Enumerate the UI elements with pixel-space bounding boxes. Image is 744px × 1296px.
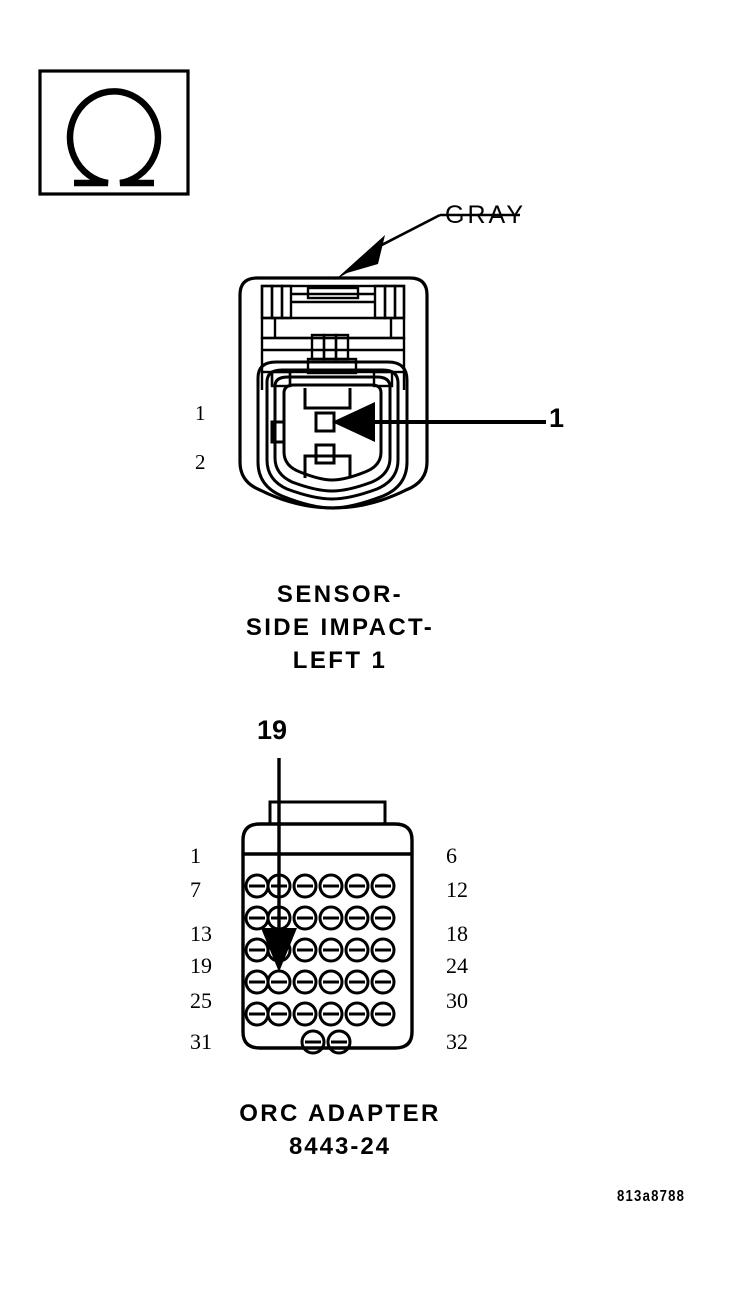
orc-caption-part-number: 8443-24 [288, 1133, 392, 1160]
ohm-icon [38, 69, 190, 196]
orc-connector-graphic [235, 750, 450, 1070]
sensor-pin1-arrow [332, 402, 546, 442]
orc-pin-label-left-31: 31 [190, 1029, 212, 1054]
orc-pin-row-4 [244, 969, 396, 995]
orc-body-outline [241, 822, 414, 1050]
sensor-cavity-outline [270, 383, 383, 482]
orc-pin-label-left-1: 1 [190, 843, 201, 868]
orc-pin-row-3 [244, 937, 396, 963]
sensor-caption-line-2: SIDE IMPACT- [245, 614, 435, 641]
orc-pin-label-right-32: 32 [446, 1029, 468, 1054]
sensor-connector-face [256, 360, 409, 510]
sensor-caption-line-3: LEFT 1 [292, 647, 388, 674]
orc-connector-caption: ORC ADAPTER 8443-24 [0, 1097, 680, 1163]
orc-pin-label-right-30: 30 [446, 988, 468, 1013]
orc-caption-line-1: ORC ADAPTER [239, 1100, 441, 1127]
sensor-connector-caption: SENSOR- SIDE IMPACT- LEFT 1 [0, 578, 680, 677]
sensor-latch-detail [260, 284, 406, 390]
orc-pin-label-right-12: 12 [446, 877, 468, 902]
orc-pin-row-6 [300, 1029, 352, 1055]
sensor-connector-graphic [220, 190, 580, 560]
orc-pin-label-right-6: 6 [446, 843, 457, 868]
orc-pin-callout-number: 19 [257, 715, 288, 745]
orc-pin-label-right-18: 18 [446, 921, 468, 946]
orc-pin-row-2 [244, 905, 396, 931]
sensor-caption-line-1: SENSOR- [276, 581, 404, 608]
orc-pin-row-5 [244, 1001, 396, 1027]
sensor-pin-callout-number: 1 [549, 403, 565, 433]
sensor-pin-label-1: 1 [195, 401, 206, 425]
orc-pin-label-right-24: 24 [446, 953, 468, 978]
orc-pin-label-left-13: 13 [190, 921, 212, 946]
orc-top-tab [268, 800, 387, 826]
orc-pin-19 [266, 969, 292, 995]
orc-pin-label-left-25: 25 [190, 988, 212, 1013]
orc-pin-label-left-7: 7 [190, 877, 201, 902]
wire-color-label: GRAY [445, 201, 526, 229]
sensor-connector-housing [238, 276, 429, 510]
terminal-2 [314, 443, 336, 465]
ohm-symbol-box [38, 69, 190, 196]
gray-leader-line [335, 213, 520, 280]
orc-pin-grid [244, 873, 396, 1055]
sensor-pin-label-2: 2 [195, 450, 206, 474]
orc-pin-row-1 [244, 873, 396, 899]
terminal-1 [314, 411, 336, 433]
orc-pin-label-left-19: 19 [190, 953, 212, 978]
figure-id-code: 813a8788 [617, 1188, 686, 1205]
